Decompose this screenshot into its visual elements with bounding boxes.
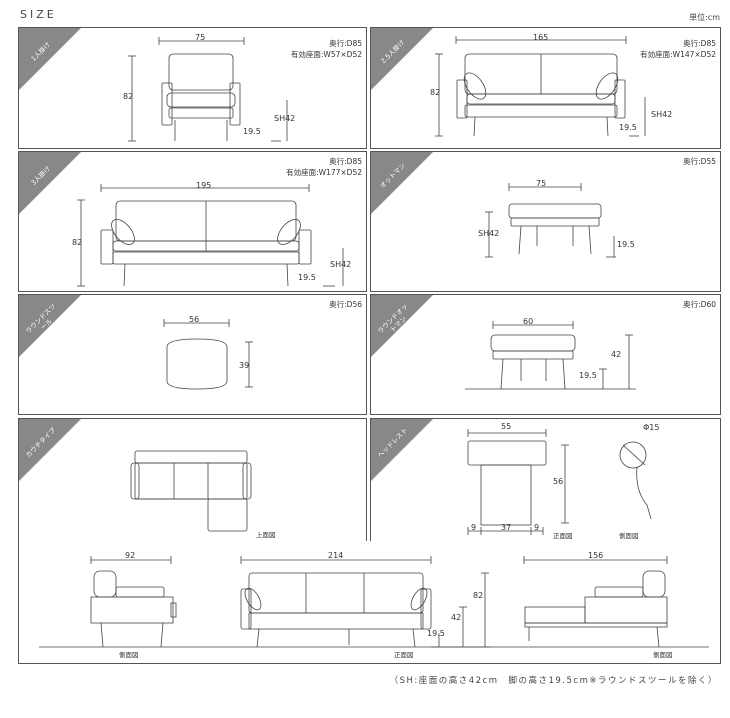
height-dim: 82	[123, 92, 134, 101]
leg-height-dim: 19.5	[427, 629, 445, 638]
two-half-seater-drawing	[435, 36, 646, 137]
leg-height-dim: 19.5	[619, 123, 637, 132]
width-dim: 56	[189, 315, 200, 324]
footer-note: （SH:座面の高さ42cm 脚の高さ19.5cm※ラウンドスツールを除く）	[389, 676, 718, 686]
seat-height-dim: 42	[451, 613, 462, 622]
side-width-dim: 92	[125, 551, 136, 560]
width-dim: 60	[523, 317, 534, 326]
seat-height-dim: SH42	[651, 110, 673, 119]
side-view-label: 側面図	[619, 532, 639, 540]
panel-headrest: ヘッドレスト 55 56 9 37 9 正面図 側面図 Φ15	[370, 418, 721, 542]
couch-views-drawing	[39, 556, 709, 648]
width-dim: 75	[195, 33, 206, 42]
tag-round-ottoman: ラウンドオットマン	[371, 295, 433, 357]
seat-height-dim: SH42	[478, 229, 500, 238]
height-dim: 82	[473, 591, 484, 600]
dim-37: 37	[501, 523, 512, 532]
dim-9-right: 9	[534, 523, 540, 532]
top-view-label: 上面図	[256, 531, 276, 539]
tag-two-half-seater: 2.5人掛け	[371, 28, 433, 90]
round-stool-drawing	[163, 319, 253, 390]
side2-width-dim: 156	[588, 551, 604, 560]
seat-height-dim: SH42	[274, 114, 296, 123]
width-dim: 195	[196, 181, 212, 190]
height-dim: 56	[553, 477, 564, 486]
tag-round-stool: ラウンドスツール	[19, 295, 81, 357]
dim-9-left: 9	[471, 523, 477, 532]
height-dim: 39	[239, 361, 250, 370]
headrest-drawing	[467, 429, 652, 535]
side2-view-label: 側面図	[653, 651, 673, 659]
ottoman-drawing	[485, 183, 616, 258]
depth-note: 奥行:D56	[329, 300, 362, 309]
height-dim: 82	[430, 88, 441, 97]
height-dim: 42	[611, 350, 622, 359]
unit-label: 単位:cm	[689, 13, 720, 22]
panel-round-ottoman: ラウンドオットマン 奥行:D60 60 42 19.5	[370, 294, 721, 415]
diameter-dim: Φ15	[643, 423, 660, 432]
front-view-label: 正面図	[394, 651, 414, 659]
three-seater-drawing	[77, 184, 344, 287]
tag-headrest: ヘッドレスト	[371, 419, 433, 481]
leg-height-dim: 19.5	[298, 273, 316, 282]
panel-ottoman: オットマン 奥行:D55 75 SH42 19.5	[370, 151, 721, 292]
width-dim: 75	[536, 179, 547, 188]
leg-height-dim: 19.5	[617, 240, 635, 249]
side-view-label: 側面図	[119, 651, 139, 659]
leg-height-dim: 19.5	[243, 127, 261, 136]
tag-three-seater: 3人掛け	[19, 152, 81, 214]
round-ottoman-drawing	[465, 321, 636, 390]
panel-round-stool: ラウンドスツール 奥行:D56 56 39	[18, 294, 367, 415]
panel-couch-views: 92 214 156 82 42 19.5 側面図 正面図 側面図	[18, 541, 721, 664]
size-heading: SIZE	[20, 8, 57, 21]
couch-top-view	[130, 450, 252, 532]
width-dim: 55	[501, 422, 512, 431]
depth-note: 奥行:D60	[683, 300, 716, 309]
one-seater-drawing	[128, 37, 288, 142]
leg-height-dim: 19.5	[579, 371, 597, 380]
tag-ottoman: オットマン	[371, 152, 433, 214]
depth-note: 奥行:D55	[683, 157, 716, 166]
front-view-label: 正面図	[553, 532, 573, 540]
width-dim: 165	[533, 33, 549, 42]
tag-one-seater: 1人掛け	[19, 28, 81, 90]
height-dim: 82	[72, 238, 83, 247]
seat-height-dim: SH42	[330, 260, 352, 269]
tag-couch: カウチタイプ	[19, 419, 81, 481]
panel-couch-top: カウチタイプ 上面図	[18, 418, 367, 542]
front-width-dim: 214	[328, 551, 344, 560]
